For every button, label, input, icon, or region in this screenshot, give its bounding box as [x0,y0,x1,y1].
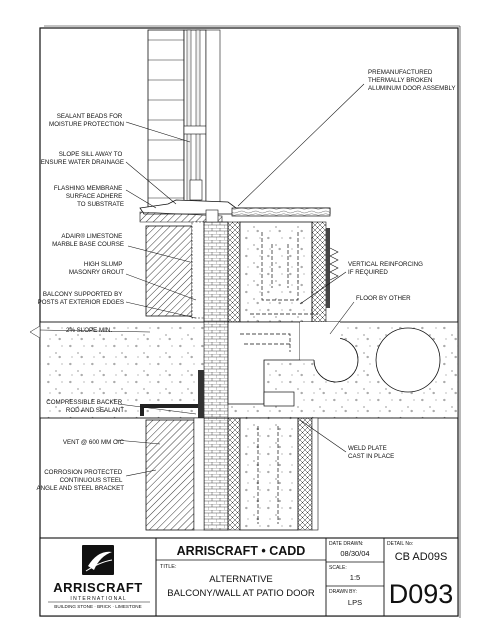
arriscraft-logo [82,545,114,575]
note-grout: HIGH SLUMP MASONRY GROUT [69,261,124,276]
title-block: ARRISCRAFT I N T E R N A T I O N A L BUI… [39,537,459,617]
detail-code: CB AD09S [395,551,448,563]
note-backer-rod: COMPRESSIBLE BACKER ROD AND SEALANT [46,399,124,414]
date-value: 08/30/04 [340,549,369,558]
detail-label: DETAIL No: [387,541,413,547]
left-annotations: SEALANT BEADS FOR MOISTURE PROTECTION SL… [37,113,125,492]
right-annotations: PREMANUFACTURED THERMALLY BROKEN ALUMINU… [348,69,456,460]
scale-value: 1:5 [350,573,360,582]
slope-line [39,329,151,333]
interior-flooring [231,207,331,217]
leader-lines [115,83,365,477]
note-vent: VENT @ 600 MM O/C [63,439,125,446]
limestone-base-course [145,225,193,317]
note-flashing: FLASHING MEMBRANE SURFACE ADHERE TO SUBS… [54,185,124,208]
note-steel-angle: CORROSION PROTECTED CONTINUOUS STEEL ANG… [37,469,125,492]
title-line-2: BALCONY/WALL AT PATIO DOOR [167,588,315,599]
company-subtitle: I N T E R N A T I O N A L [70,596,125,602]
note-adair: ADAIR® LIMESTONE MARBLE BASE COURSE [52,233,124,248]
detail-number: D093 [389,579,454,609]
hollow-core-right [375,327,441,393]
scale-label: SCALE: [329,565,347,571]
title-label: TITLE: [160,564,177,570]
note-sealant: SEALANT BEADS FOR MOISTURE PROTECTION [49,113,124,128]
note-slope: 2% SLOPE MIN. [66,327,112,334]
drawn-by-value: LPS [348,598,362,607]
drawn-by-label: DRAWN BY: [329,589,357,595]
steel-angle [140,404,198,416]
company-name: ARRISCRAFT [53,580,143,595]
note-balcony: BALCONY SUPPORTED BY POSTS AT EXTERIOR E… [38,291,124,306]
note-reinforcing: VERTICAL REINFORCING IF REQUIRED [348,261,425,276]
note-floor: FLOOR BY OTHER [356,295,411,302]
section-geometry [29,29,459,531]
note-weld-plate: WELD PLATE CAST IN PLACE [348,445,394,460]
date-label: DATE DRAWN: [329,541,363,547]
company-tagline: BUILDING STONE · BRICK · LIMESTONE [54,604,141,609]
note-slope-sill: SLOPE SILL AWAY TO ENSURE WATER DRAINAGE [41,151,124,166]
title-line-1: ALTERNATIVE [209,574,273,585]
title-block-header: ARRISCRAFT • CADD [177,544,306,558]
note-door-assembly: PREMANUFACTURED THERMALLY BROKEN ALUMINU… [368,69,456,92]
concrete-wall [239,221,313,323]
lower-veneer-wall [145,419,195,531]
